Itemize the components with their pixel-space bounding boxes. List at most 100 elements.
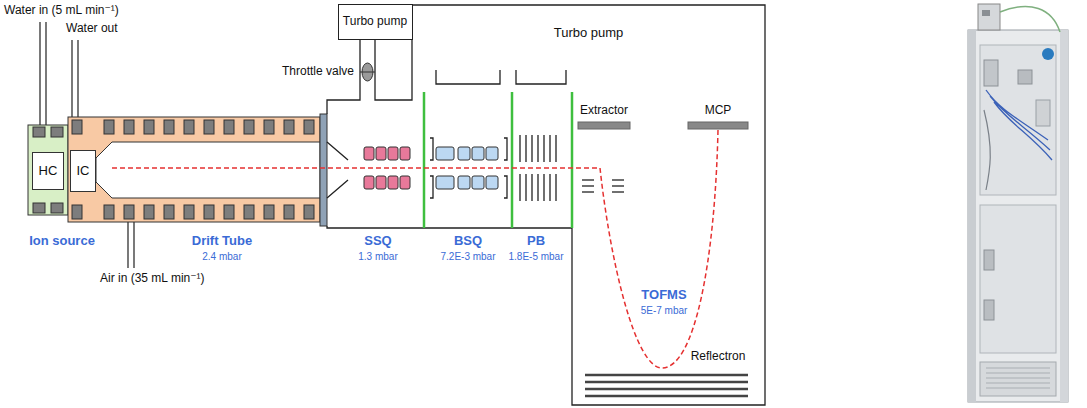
drift-tube-body [184,205,194,219]
node-text: Turbo pump [554,26,624,41]
section-name: BSQ [454,234,482,249]
bsq-rod [472,176,484,189]
throttle-valve-symbol [360,72,375,73]
reflectron-plate [585,375,748,396]
drift-tube-body [304,120,314,134]
pb-lens [531,174,532,201]
throttle-valve-symbol [360,63,375,81]
bsq-rod [486,176,498,189]
pb-lens [543,174,544,201]
vacuum-chamber-wall [327,5,765,405]
part-label: MCP [705,104,732,118]
ion-chamber-box: IC [70,150,96,192]
drift-tube-body [68,117,320,222]
flow-annotation: Air in (35 mL min⁻¹) [100,272,205,286]
ion-source-body [28,125,68,215]
instrument-photo [986,90,1052,160]
instrument-photo [980,45,1056,195]
pb-lens [549,135,550,162]
pb-lens [537,174,538,201]
pressure-value: 1.8E-5 mbar [508,251,563,263]
drift-tube-body [264,205,274,219]
extractor-grid [582,191,594,192]
instrument-photo [1000,6,1060,32]
air-pipe [128,222,134,268]
air-pipe [128,222,134,268]
stage-separator [423,92,426,228]
pb-lens [525,174,526,201]
water-pipe [72,40,78,117]
drift-tube-body [184,120,194,134]
ion-source-body [28,125,68,215]
pressure-value: 2.4 mbar [202,251,241,263]
pressure-value: 5E-7 mbar [641,305,688,317]
drift-tube-body [284,120,294,134]
drift-tube-body [204,120,214,134]
instrument-photo [984,300,994,320]
part-label: Extractor [580,104,628,118]
ssq-rod [364,176,374,189]
instrument-photo [982,10,990,16]
instrument-photo [968,30,976,402]
heating-chamber-box: HC [32,152,64,190]
end-cap [320,114,327,226]
extractor-grid [612,185,624,186]
drift-tube-body [72,120,82,134]
drift-tube-body [68,117,320,222]
pb-lens [543,135,544,162]
ion-path [112,130,718,368]
instrument-photo [1042,48,1054,60]
vacuum-chamber-wall [516,70,566,84]
reflectron-plate [585,388,748,391]
instrument-photo [1036,100,1050,126]
extractor-plate [578,122,630,129]
pb-lens [519,174,520,201]
ion-source-body [33,127,45,137]
turbo-pump-box: Turbo pump [338,4,413,40]
vacuum-chamber-wall [327,142,348,198]
extractor-grid [582,179,594,180]
instrument-photo [968,30,1068,402]
drift-tube-body [124,205,134,219]
vacuum-chamber-wall [327,5,765,405]
instrument-photo [980,362,1056,396]
instrument-photo [986,368,1050,388]
turbo-pump-housing: Turbo pump [412,5,765,61]
instrument-photo [1018,70,1032,84]
section-name: Ion source [29,234,95,249]
extractor-grid [612,179,624,180]
ssq-rod [388,176,398,189]
extractor-grid [582,180,624,192]
ion-source-body [33,203,45,213]
ion-source-body [51,203,63,213]
drift-tube-body [264,120,274,134]
water-pipe [40,22,78,125]
ssq-rod [376,147,386,160]
drift-tube-body [304,205,314,219]
drift-tube-body [284,205,294,219]
extractor-grid [582,185,594,186]
ssq-rod [364,147,374,160]
stage-separator [571,92,574,228]
instrument-photo [984,110,990,190]
bsq-rod [486,147,498,160]
pb-lens [555,174,556,201]
pb-lens [549,174,550,201]
section-name: TOFMS [641,288,686,303]
drift-tube-body [72,205,82,219]
pb-lens [519,135,520,162]
drift-tube-body [104,120,114,134]
section-name: Drift Tube [192,234,252,249]
ion-source-body [51,127,63,137]
node-text: Turbo pump [343,15,407,29]
stage-separator [424,92,572,228]
section-name: SSQ [364,234,391,249]
ssq-rod [400,147,410,160]
ssq-rod [388,147,398,160]
node-text: HC [39,164,58,179]
drift-tube-body [224,205,234,219]
instrument-photo [968,4,1068,402]
